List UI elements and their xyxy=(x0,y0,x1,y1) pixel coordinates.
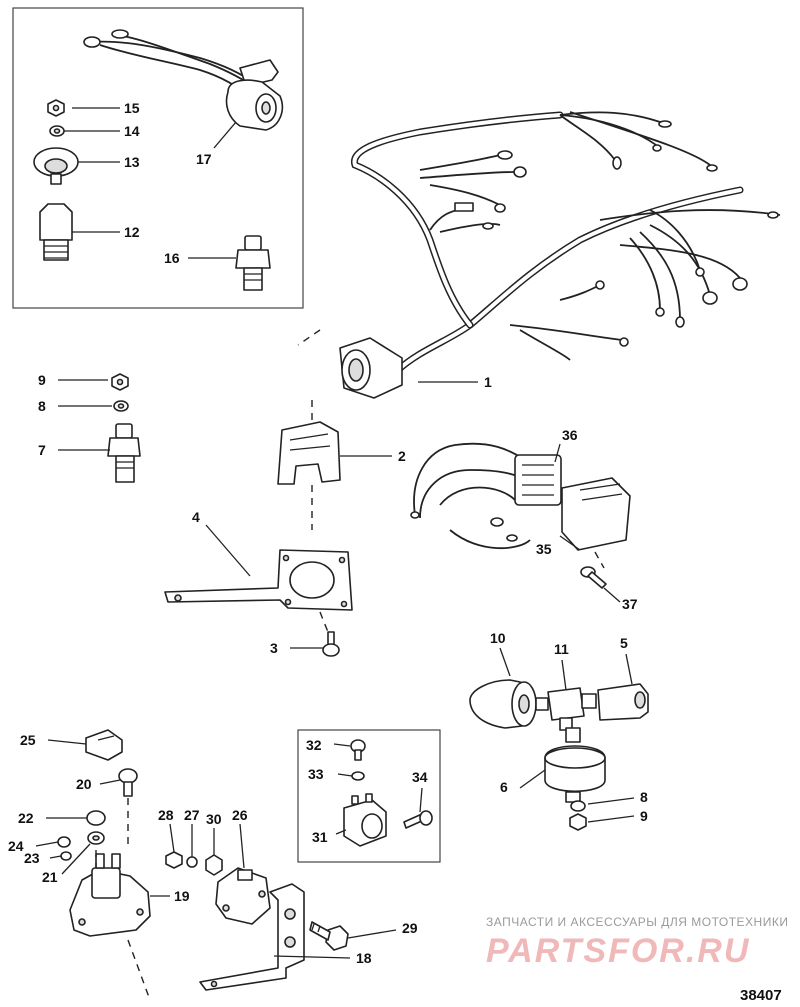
callout-21: 21 xyxy=(42,869,58,885)
part-9-nut-right xyxy=(569,813,587,831)
callout-4: 4 xyxy=(192,509,200,525)
part-23-washer xyxy=(60,851,72,861)
part-2-boot xyxy=(277,421,341,485)
callout-7: 7 xyxy=(38,442,46,458)
callout-11: 11 xyxy=(554,641,569,657)
callout-18: 18 xyxy=(356,950,372,966)
callout-34: 34 xyxy=(412,769,428,785)
part-18-bracket xyxy=(199,883,305,991)
part-15-nut xyxy=(47,99,65,117)
watermark-tagline: ЗАПЧАСТИ И АКСЕССУАРЫ ДЛЯ МОТОТЕХНИКИ xyxy=(486,915,788,929)
callout-33: 33 xyxy=(308,766,324,782)
callout-25: 25 xyxy=(20,732,36,748)
callout-28: 28 xyxy=(158,807,174,823)
part-11-tee-fitting xyxy=(547,687,597,731)
part-25-clip xyxy=(85,729,123,761)
part-14-washer xyxy=(49,125,65,137)
part-37-screw xyxy=(580,566,607,589)
callout-8-left: 8 xyxy=(38,398,46,414)
part-1-wiring-harness xyxy=(339,111,781,399)
part-9-nut xyxy=(111,373,129,391)
callout-8-right: 8 xyxy=(640,789,648,805)
callout-20: 20 xyxy=(76,776,92,792)
part-21-washer xyxy=(87,831,105,845)
leader-lines xyxy=(35,107,635,959)
part-36-harness xyxy=(410,442,562,550)
callout-37: 37 xyxy=(622,596,638,612)
part-22-washer xyxy=(86,810,106,826)
callout-31: 31 xyxy=(312,829,328,845)
part-20-screw xyxy=(118,768,138,797)
part-3-screw xyxy=(322,631,340,657)
part-12-adapter xyxy=(39,203,73,261)
part-30-nut xyxy=(205,854,223,876)
callout-numbers: 15 14 13 12 16 17 1 2 4 3 9 8 7 36 35 37… xyxy=(8,100,648,966)
part-35-regulator xyxy=(561,477,631,551)
part-19-solenoid xyxy=(69,853,151,937)
part-28-nut xyxy=(165,851,183,869)
part-8-washer-right xyxy=(570,800,586,812)
part-26-relay xyxy=(215,867,271,925)
part-17-coil xyxy=(83,29,284,131)
part-5-adapter xyxy=(597,683,649,721)
inset-box-top-left xyxy=(12,7,304,309)
callout-29: 29 xyxy=(402,920,418,936)
callout-26: 26 xyxy=(232,807,248,823)
callout-32: 32 xyxy=(306,737,322,753)
callout-36: 36 xyxy=(562,427,578,443)
callout-13: 13 xyxy=(124,154,140,170)
callout-27: 27 xyxy=(184,807,200,823)
figure-id: 38407 xyxy=(740,987,782,1004)
callout-6: 6 xyxy=(500,779,508,795)
watermark-logo: PARTSFOR.RU xyxy=(486,932,750,970)
callout-10: 10 xyxy=(490,630,506,646)
callout-9-left: 9 xyxy=(38,372,46,388)
callout-30: 30 xyxy=(206,811,222,827)
part-10-pressure-switch xyxy=(469,679,549,729)
callout-24: 24 xyxy=(8,838,24,854)
callout-23: 23 xyxy=(24,850,40,866)
callout-16: 16 xyxy=(164,250,180,266)
callout-5: 5 xyxy=(620,635,628,651)
part-29-bolt xyxy=(309,921,349,951)
part-32-screw xyxy=(350,739,366,761)
inset-box-bottom-center xyxy=(297,729,441,863)
part-6-pressure-sender xyxy=(544,727,606,803)
callout-35: 35 xyxy=(536,541,552,557)
callout-22: 22 xyxy=(18,810,34,826)
callout-1: 1 xyxy=(484,374,492,390)
callout-2: 2 xyxy=(398,448,406,464)
callout-9-right: 9 xyxy=(640,808,648,824)
callout-17: 17 xyxy=(196,151,212,167)
part-16-temp-sender xyxy=(235,235,271,291)
part-31-switch xyxy=(343,793,387,847)
part-33-washer xyxy=(351,771,365,781)
callout-3: 3 xyxy=(270,640,278,656)
part-24-nut xyxy=(57,836,71,848)
part-8-washer xyxy=(113,400,129,412)
part-34-screw xyxy=(403,810,433,829)
part-7-switch xyxy=(107,423,141,483)
callout-15: 15 xyxy=(124,100,140,116)
callout-14: 14 xyxy=(124,123,140,139)
part-27-washer xyxy=(186,856,198,868)
part-13-sender xyxy=(33,147,79,185)
callout-12: 12 xyxy=(124,224,140,240)
part-4-bracket xyxy=(164,549,353,611)
callout-19: 19 xyxy=(174,888,190,904)
